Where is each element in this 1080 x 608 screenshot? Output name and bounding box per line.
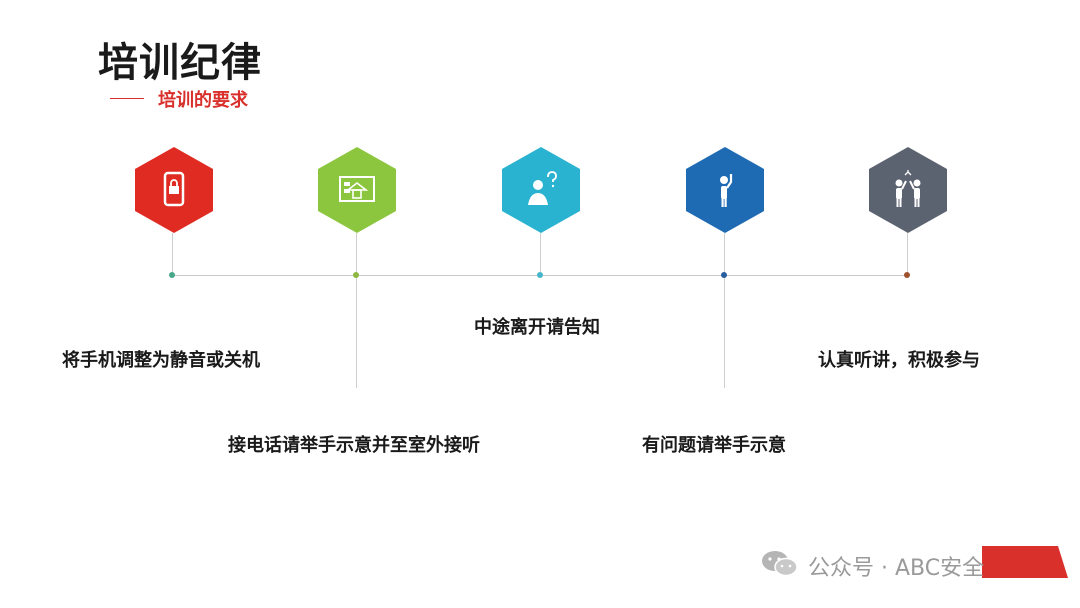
watermark-text: 公众号 · ABC安全 — [808, 556, 985, 581]
node-2 — [316, 147, 398, 233]
item-label-5: 认真听讲，积极参与 — [818, 350, 980, 371]
item-label-1: 将手机调整为静音或关机 — [62, 350, 260, 371]
dot-4 — [721, 272, 727, 278]
node-4 — [684, 147, 766, 233]
raise-hand-icon — [686, 147, 764, 233]
subtitle-rule — [110, 98, 144, 99]
node-5 — [867, 147, 949, 233]
node-3 — [500, 147, 582, 233]
stem-5 — [907, 233, 908, 273]
building-icon — [318, 147, 396, 233]
stem-1 — [172, 233, 173, 273]
dot-5 — [904, 272, 910, 278]
red-tag-decoration — [982, 546, 1068, 578]
node-1 — [133, 147, 215, 233]
page-title: 培训纪律 — [98, 40, 262, 86]
item-label-3: 中途离开请告知 — [474, 317, 600, 338]
item-label-2: 接电话请举手示意并至室外接听 — [228, 435, 480, 456]
stem-3 — [540, 233, 541, 273]
dot-3 — [537, 272, 543, 278]
stem-2 — [356, 233, 357, 388]
wechat-icon — [762, 551, 798, 577]
page-subtitle: 培训的要求 — [158, 90, 248, 111]
phone-lock-icon — [135, 147, 213, 233]
item-label-4: 有问题请举手示意 — [642, 435, 786, 456]
dot-1 — [169, 272, 175, 278]
question-person-icon — [502, 147, 580, 233]
dot-2 — [353, 272, 359, 278]
stem-4 — [724, 233, 725, 388]
high-five-icon — [869, 147, 947, 233]
